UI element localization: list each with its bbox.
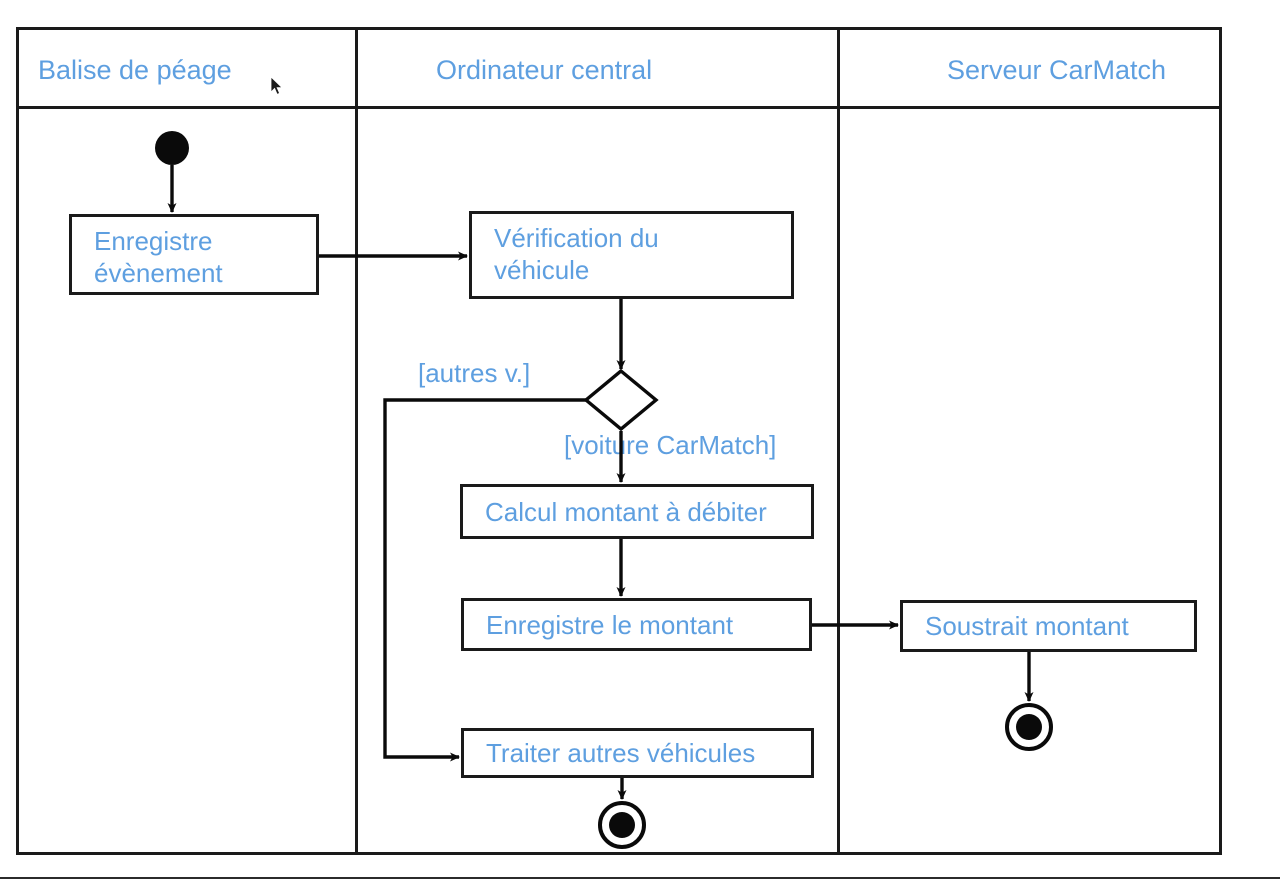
page-edge-rule — [0, 877, 1280, 879]
activity-label: Traiter autres véhicules — [486, 738, 756, 768]
mouse-cursor — [270, 76, 283, 95]
final-node-serveur — [1005, 703, 1053, 751]
final-node-ordinateur — [598, 801, 646, 849]
activity-verification-vehicule[interactable]: Vérification du véhicule — [469, 211, 794, 299]
swimlane-header-rule — [16, 106, 1222, 109]
activity-calcul-montant-a-debiter[interactable]: Calcul montant à débiter — [460, 484, 814, 539]
guard-label-voiture-carmatch: [voiture CarMatch] — [564, 430, 777, 460]
activity-label-line2: évènement — [94, 258, 223, 288]
activity-label: Enregistre le montant — [486, 609, 734, 640]
guard-label-autres-v: [autres v.] — [418, 358, 531, 388]
initial-node — [155, 131, 189, 165]
activity-enregistre-le-montant[interactable]: Enregistre le montant — [461, 598, 812, 651]
lane-title-ordinateur-central: Ordinateur central — [436, 55, 653, 85]
activity-traiter-autres-vehicules[interactable]: Traiter autres véhicules — [461, 728, 814, 778]
lane-title-serveur-carmatch: Serveur CarMatch — [947, 55, 1167, 85]
lane-title-balise-de-peage: Balise de péage — [38, 55, 232, 85]
activity-label-line1: Enregistre — [94, 226, 213, 256]
activity-label: Calcul montant à débiter — [485, 496, 767, 527]
lane-divider-2 — [837, 27, 840, 855]
activity-label-line2: véhicule — [494, 255, 590, 285]
activity-enregistre-evenement[interactable]: Enregistre évènement — [69, 214, 319, 295]
lane-divider-1 — [355, 27, 358, 855]
activity-label-line1: Vérification du — [494, 223, 659, 253]
activity-label: Soustrait montant — [925, 611, 1129, 641]
activity-soustrait-montant[interactable]: Soustrait montant — [900, 600, 1197, 652]
